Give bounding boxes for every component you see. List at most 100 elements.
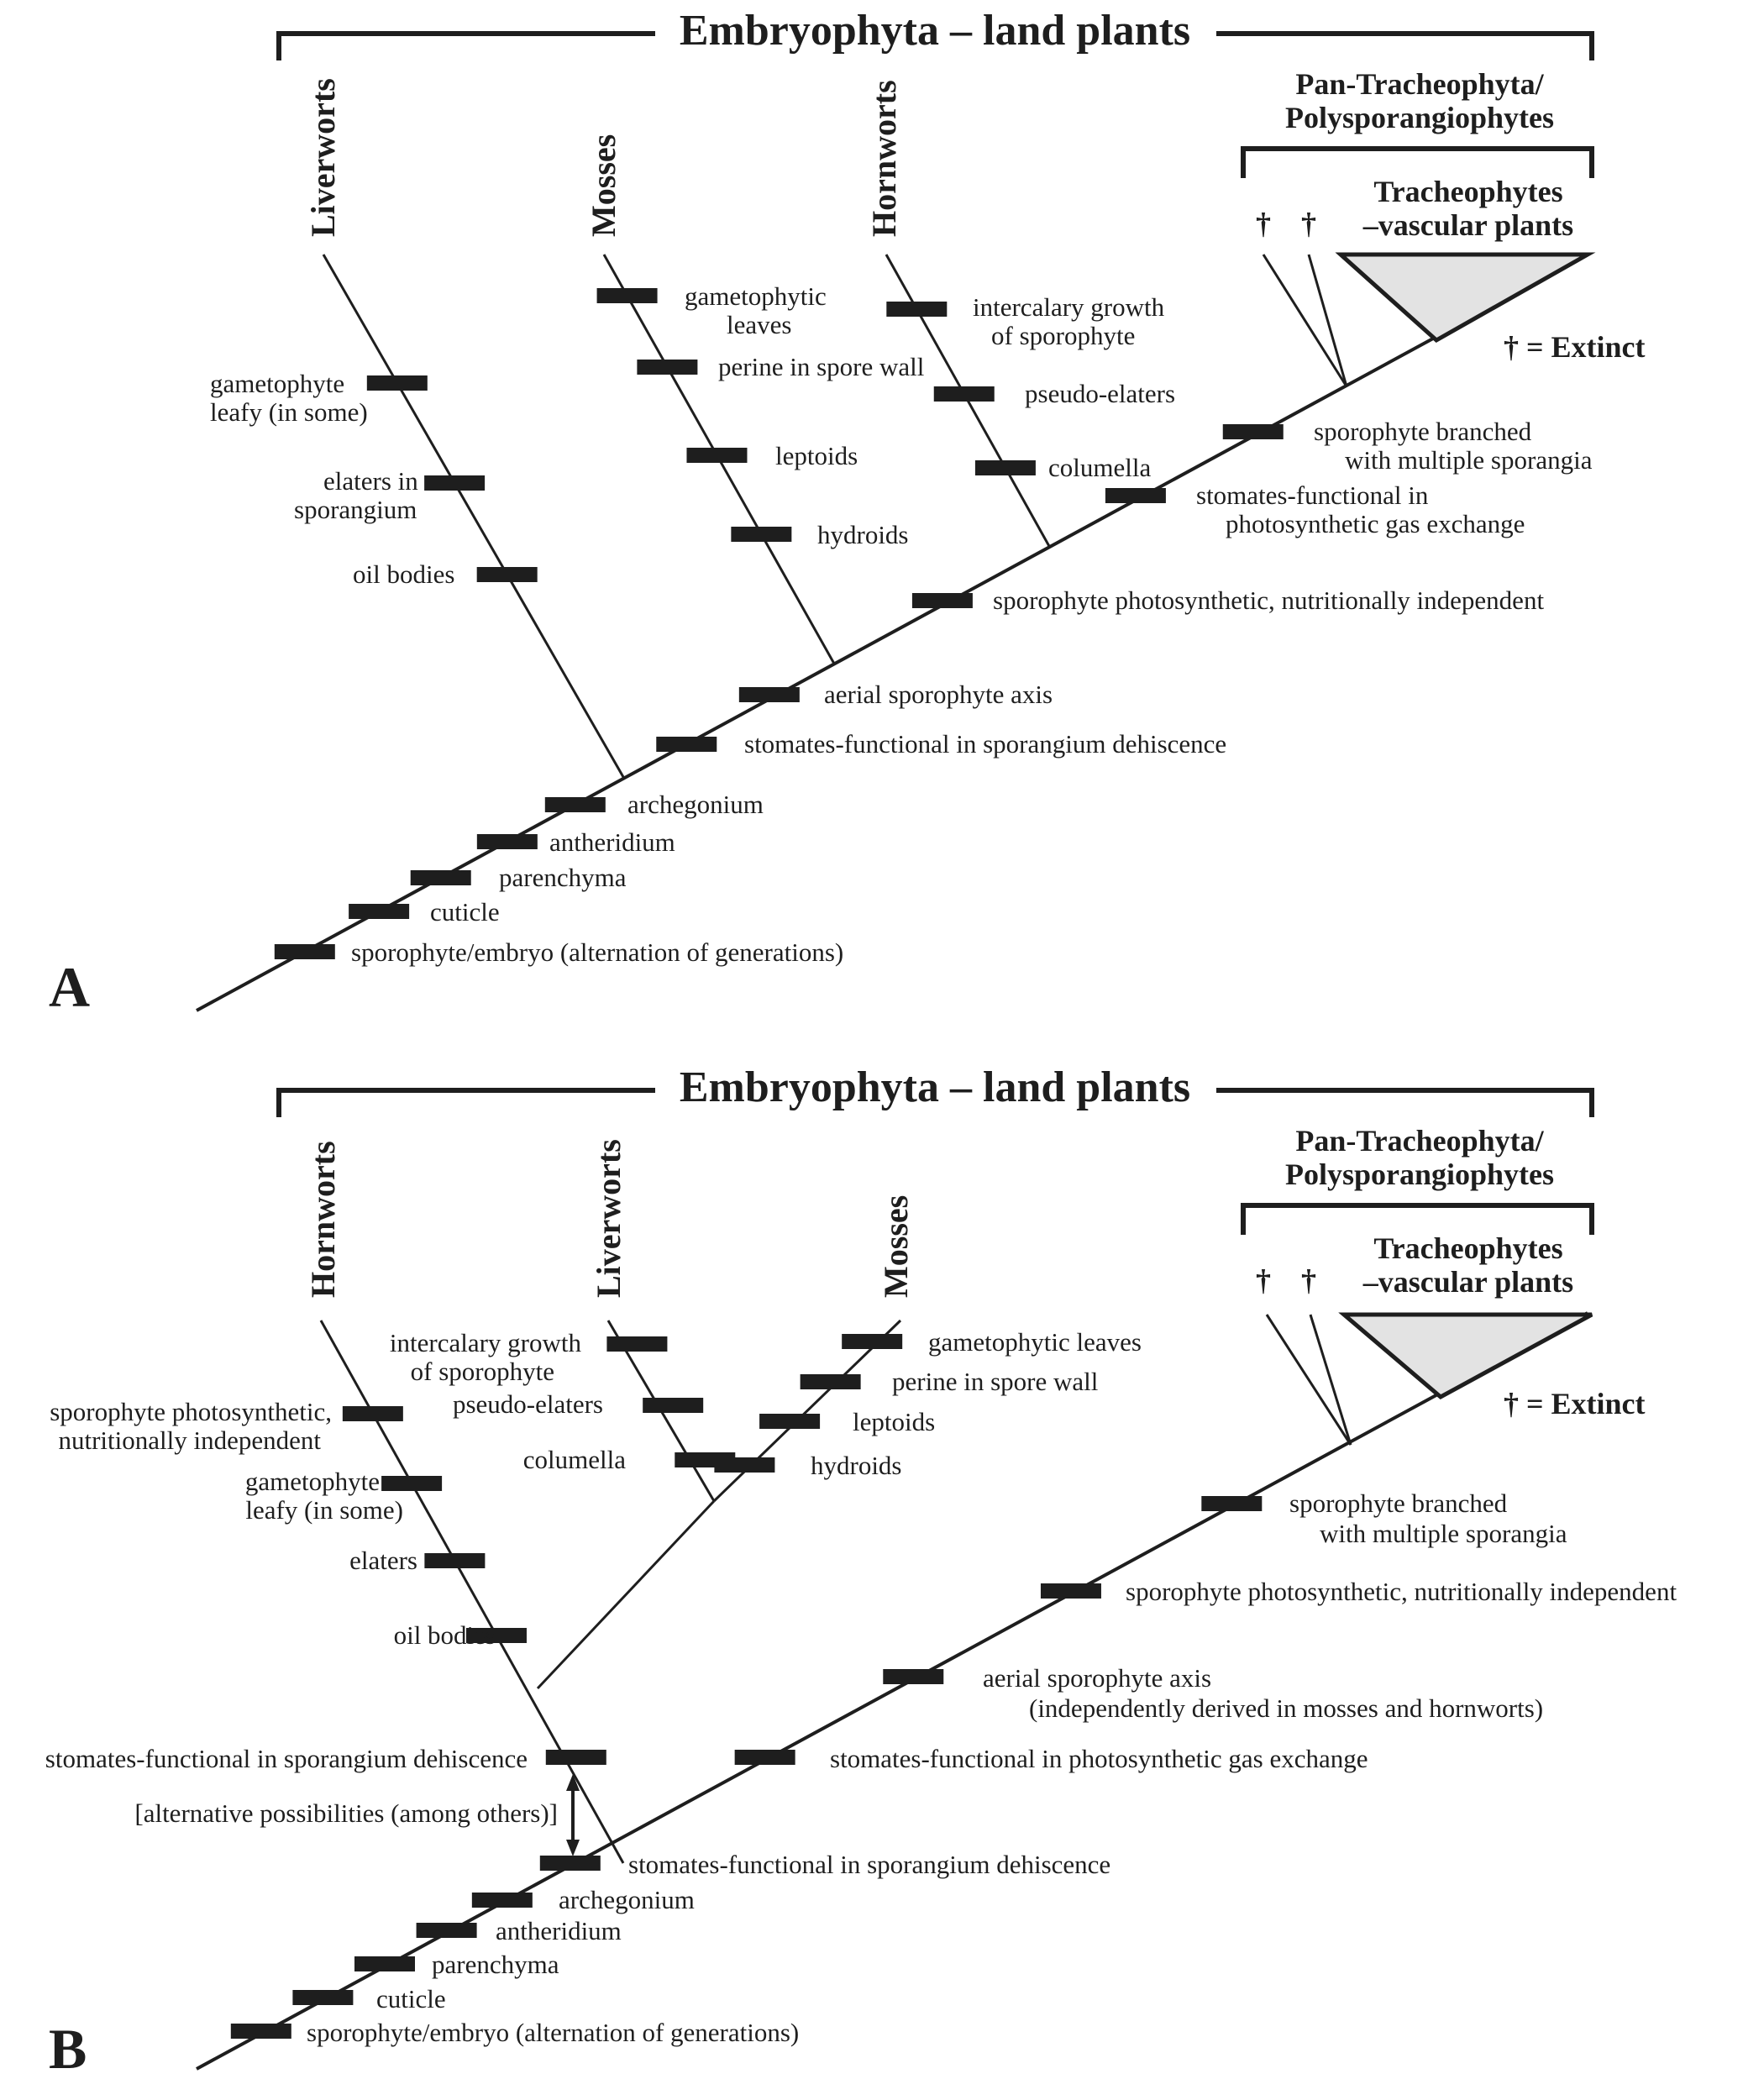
character-label: sporophyte branched	[1289, 1488, 1508, 1518]
synapomorphy-marker	[545, 1750, 606, 1765]
synapomorphy-marker	[656, 737, 717, 752]
synapomorphy-marker	[686, 448, 748, 463]
character-label: nutritionally independent	[58, 1425, 321, 1455]
character-label: with multiple sporangia	[1345, 445, 1593, 475]
panel-letter-b: B	[49, 2017, 87, 2081]
liverworts-mosses-stem	[536, 1499, 716, 1690]
synapomorphy-marker	[933, 386, 995, 402]
panel-a-tree: Embryophyta – land plantsPan-Tracheophyt…	[49, 7, 1646, 1019]
synapomorphy-marker	[643, 1398, 704, 1413]
dagger-icon: †	[1301, 1263, 1316, 1297]
character-label: cuticle	[430, 897, 500, 927]
character-label: perine in spore wall	[892, 1367, 1098, 1396]
character-label: leptoids	[853, 1407, 935, 1436]
alternative-possibilities-note: [alternative possibilities (among others…	[134, 1798, 558, 1828]
pan-tracheophyta-label: Polysporangiophytes	[1285, 101, 1554, 134]
synapomorphy-marker	[424, 475, 486, 491]
embryophyta-bracket-right	[1216, 31, 1594, 60]
pan-tracheophyta-label: Polysporangiophytes	[1285, 1158, 1554, 1191]
liverworts-branch	[322, 254, 625, 778]
synapomorphy-marker	[476, 567, 538, 582]
extinct-legend: † = Extinct	[1504, 1387, 1646, 1420]
character-label: parenchyma	[432, 1950, 559, 1979]
extinct-legend: † = Extinct	[1504, 330, 1646, 364]
character-label: parenchyma	[499, 863, 627, 892]
clade-label-hornworts: Hornworts	[304, 1141, 342, 1298]
synapomorphy-marker	[974, 460, 1036, 475]
synapomorphy-marker	[539, 1856, 601, 1871]
character-label: stomates-functional in	[1196, 480, 1429, 510]
tracheophytes-label: Tracheophytes	[1373, 175, 1562, 208]
character-label: elaters	[349, 1546, 417, 1575]
character-label: hydroids	[811, 1451, 902, 1480]
synapomorphy-marker	[883, 1669, 944, 1684]
extinct-lineage-branch	[1265, 1314, 1352, 1446]
synapomorphy-marker	[731, 527, 792, 542]
synapomorphy-marker	[354, 1956, 415, 1971]
tracheophytes-clade-triangle	[1338, 1312, 1593, 1400]
character-label: intercalary growth	[390, 1328, 582, 1357]
character-label: leafy (in some)	[210, 397, 368, 427]
synapomorphy-marker	[366, 375, 428, 391]
synapomorphy-marker	[230, 2024, 291, 2039]
character-label: leafy (in some)	[245, 1495, 403, 1525]
synapomorphy-marker	[410, 870, 471, 885]
character-label: pseudo-elaters	[453, 1389, 603, 1419]
embryophyta-bracket-right	[1216, 1088, 1594, 1117]
embryophyta-title: Embryophyta – land plants	[680, 7, 1190, 55]
embryophyta-title: Embryophyta – land plants	[680, 1063, 1190, 1111]
character-label: perine in spore wall	[718, 352, 924, 381]
synapomorphy-marker	[342, 1406, 403, 1421]
synapomorphy-marker	[800, 1374, 861, 1389]
character-label: gametophyte	[210, 369, 344, 398]
synapomorphy-marker	[1105, 488, 1166, 503]
character-label: sporophyte/embryo (alternation of genera…	[351, 937, 843, 967]
synapomorphy-marker	[471, 1893, 533, 1908]
character-label: stomates-functional in sporangium dehisc…	[744, 729, 1226, 759]
synapomorphy-marker	[842, 1334, 903, 1349]
dagger-icon: †	[1256, 1263, 1271, 1297]
character-label: antheridium	[496, 1916, 622, 1945]
character-label: (independently derived in mosses and hor…	[1029, 1693, 1543, 1723]
extinct-lineage-branch	[1307, 254, 1348, 387]
panel-b-tree: Embryophyta – land plantsPan-Tracheophyt…	[45, 1063, 1677, 2081]
character-label: sporophyte/embryo (alternation of genera…	[307, 2018, 799, 2047]
character-label: leptoids	[775, 441, 858, 470]
character-label: stomates-functional in sporangium dehisc…	[45, 1744, 528, 1773]
character-label: sporophyte photosynthetic, nutritionally…	[1126, 1577, 1677, 1606]
extinct-lineage-branch	[1262, 254, 1348, 387]
synapomorphy-marker	[274, 944, 335, 959]
clade-label-mosses: Mosses	[585, 134, 622, 237]
synapomorphy-marker	[734, 1750, 795, 1765]
character-label: gametophytic leaves	[928, 1327, 1142, 1357]
tracheophytes-clade-triangle	[1335, 252, 1596, 344]
dagger-icon: †	[1301, 207, 1316, 240]
pan-tracheophyta-label: Pan-Tracheophyta/	[1295, 67, 1544, 101]
synapomorphy-marker	[606, 1336, 668, 1352]
synapomorphy-marker	[738, 687, 800, 702]
clade-label-hornworts: Hornworts	[865, 80, 903, 237]
character-label: cuticle	[376, 1984, 446, 2013]
character-label: columella	[523, 1445, 626, 1474]
character-label: of sporophyte	[991, 321, 1135, 350]
clade-label-liverworts: Liverworts	[304, 78, 342, 237]
synapomorphy-marker	[886, 302, 948, 317]
arrow-head-down-icon	[566, 1840, 580, 1856]
synapomorphy-marker	[759, 1414, 821, 1429]
synapomorphy-marker	[424, 1553, 486, 1568]
character-label: sporophyte photosynthetic, nutritionally…	[993, 585, 1544, 615]
tracheophytes-label: Tracheophytes	[1373, 1231, 1562, 1265]
character-label: sporangium	[294, 495, 417, 524]
character-label: oil bodies	[394, 1620, 496, 1650]
clade-label-liverworts: Liverworts	[590, 1139, 627, 1298]
character-label: leaves	[727, 310, 791, 339]
character-label: stomates-functional in photosynthetic ga…	[830, 1744, 1368, 1773]
character-label: stomates-functional in sporangium dehisc…	[628, 1850, 1110, 1879]
embryophyta-bracket-left	[276, 31, 655, 60]
character-label: photosynthetic gas exchange	[1226, 509, 1525, 538]
dagger-icon: †	[1256, 207, 1271, 240]
extinct-lineage-branch	[1309, 1314, 1352, 1446]
pan-tracheophyta-bracket	[1241, 146, 1594, 178]
synapomorphy-marker	[292, 1990, 354, 2005]
